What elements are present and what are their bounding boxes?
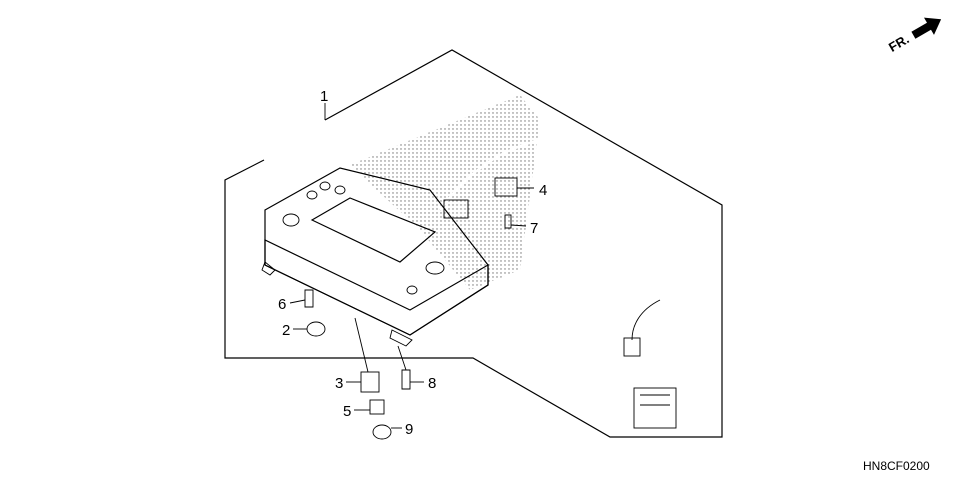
callout-label: 1	[320, 88, 328, 105]
cap-part	[306, 321, 326, 337]
meter-base	[264, 239, 489, 336]
grommet-part	[360, 371, 380, 393]
callout-label: 2	[282, 322, 290, 339]
arrow-icon	[911, 17, 942, 39]
wire-branch	[631, 299, 661, 341]
fr-label: FR.	[886, 31, 912, 54]
mount-tab	[261, 261, 276, 276]
leader-line	[510, 224, 527, 227]
callout-label: 5	[343, 403, 351, 420]
leader-line	[289, 299, 306, 304]
callout-label: 4	[539, 182, 547, 199]
screw-part	[401, 369, 411, 390]
meter-lamp	[282, 213, 300, 227]
callout-label: 9	[405, 421, 413, 438]
callout-label: 6	[278, 296, 286, 313]
meter-lamp	[406, 285, 418, 295]
callout-label: 3	[335, 375, 343, 392]
meter-screen	[310, 197, 437, 263]
meter-lamp	[334, 185, 346, 195]
diagram-code: HN8CF0200	[863, 459, 930, 473]
callout-label: 8	[428, 375, 436, 392]
meter-lamp	[306, 190, 318, 200]
callout-label: 7	[530, 220, 538, 237]
main-connector	[633, 387, 677, 429]
small-connector	[623, 337, 641, 357]
leader-line	[354, 317, 369, 373]
meter-lamp	[319, 181, 331, 191]
mount-tab	[389, 329, 413, 347]
wire-harness-inner	[439, 138, 668, 391]
nut-part	[372, 424, 392, 440]
shadow-shading	[350, 95, 540, 290]
assembly-outline	[224, 49, 723, 438]
leader-line	[397, 345, 407, 371]
screw-part	[304, 289, 314, 308]
meter-lamp	[425, 261, 445, 275]
collar-part	[369, 399, 385, 415]
screw-part	[504, 214, 512, 229]
clip-part	[494, 177, 518, 197]
front-direction-marker: FR.	[886, 17, 942, 55]
